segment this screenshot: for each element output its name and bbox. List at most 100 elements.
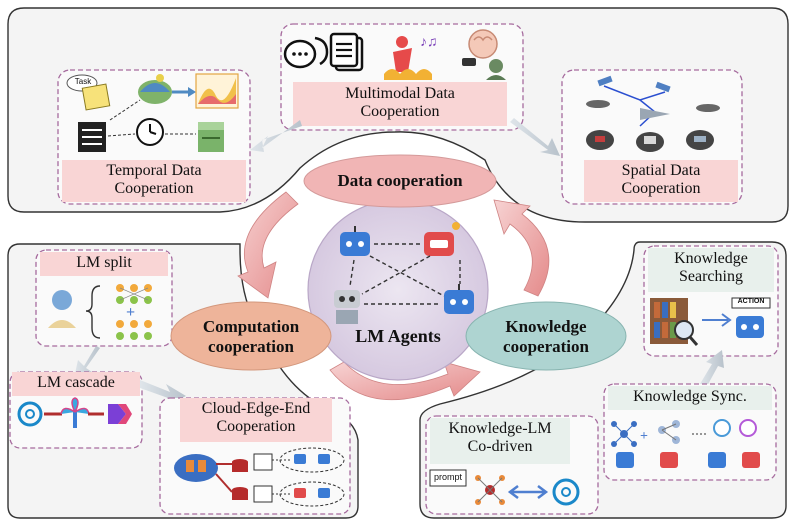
spatial-label: Spatial Data Cooperation [584, 162, 738, 199]
plus-icon: + [126, 304, 135, 321]
brain-person-icon [48, 290, 76, 328]
spatial-label-bg [584, 160, 738, 202]
clock-icon [136, 118, 164, 146]
center-title: LM Agents [355, 326, 441, 346]
mini-robot-3 [294, 488, 306, 498]
dashed-link-1 [107, 133, 136, 137]
cloud-label-bg [180, 398, 332, 442]
earth-icon [138, 74, 172, 104]
svg-text:♪♫: ♪♫ [420, 35, 438, 50]
lm-cascade-label: LM cascade [37, 374, 115, 391]
searching-label: Knowledge Searching [648, 250, 774, 287]
sync-robot-4 [742, 452, 760, 468]
openai-icon-2 [552, 478, 580, 506]
action-tag: ACTION [737, 298, 765, 305]
double-arrow-icon [507, 485, 549, 499]
searching-label-bg [648, 248, 774, 292]
wave-chart-icon [195, 73, 239, 109]
lm-split-label-bg [40, 252, 168, 276]
mini-robot-1 [294, 454, 306, 464]
neural-net-top-icon [116, 284, 152, 304]
palm-tree-icon [60, 397, 90, 428]
task-tag: Task [74, 77, 92, 86]
sync-robot-1 [616, 452, 634, 468]
cycle-arrow-left-down [237, 191, 299, 299]
search-to-action-arrow [702, 313, 732, 327]
temporal-label: Temporal Data Cooperation [62, 162, 246, 199]
codriven-label-bg [430, 418, 570, 464]
knowledge-cooperation-label: Knowledge cooperation [466, 310, 626, 364]
knowledge-graph-icons: + [611, 419, 757, 447]
server-icon-right [198, 122, 224, 152]
arrow-sync-to-searching [700, 350, 724, 388]
task-note-icon [66, 74, 111, 111]
temporal-line1: Temporal Data [106, 162, 202, 179]
singer-concert-icon: ♪♫ [384, 35, 438, 80]
computation-line2: cooperation [208, 337, 294, 356]
cloud-line1: Cloud-Edge-End [201, 400, 311, 417]
arrow-multimodal-to-spatial [510, 118, 560, 156]
searching-line2: Searching [679, 268, 743, 286]
multimodal-line1: Multimodal Data [345, 85, 455, 102]
cycle-arrow-bottom-right [329, 361, 481, 401]
mini-robot-4 [318, 488, 330, 498]
knowledge-line2: cooperation [503, 337, 589, 356]
agent-robot-bottom-right [444, 284, 474, 314]
edge-database-icons [232, 453, 273, 503]
neural-net-bottom-icon [116, 320, 152, 340]
copilot-icon [108, 404, 132, 424]
cloud-line2: Cooperation [216, 418, 296, 436]
arrow-split-to-cascade [74, 346, 100, 378]
codriven-graph-icon [475, 475, 505, 505]
knowledge-cooperation-ellipse [465, 301, 627, 371]
multimodal-label: Multimodal Data Cooperation [293, 85, 507, 122]
sync-robot-2 [660, 452, 678, 468]
sync-label: Knowledge Sync. [633, 388, 747, 405]
svg-text:+: + [640, 429, 648, 444]
server-icon-left [78, 122, 106, 152]
temporal-label-bg [62, 160, 246, 202]
computation-cooperation-ellipse [170, 301, 332, 371]
data-cooperation-ellipse [303, 154, 497, 208]
sync-label-bg [608, 386, 772, 410]
agent-robot-bottom-left [334, 290, 360, 324]
agent-robot-top-right [424, 222, 460, 256]
lm-cascade-label-bg [12, 372, 140, 396]
codriven-line1: Knowledge-LM [448, 420, 552, 437]
arrow-multimodal-to-temporal [250, 120, 302, 152]
lm-split-label: LM split [76, 254, 132, 271]
cloud-label: Cloud-Edge-End Cooperation [180, 400, 332, 437]
computation-cooperation-label: Computation cooperation [171, 310, 331, 364]
satellite-drone-scene-icon [586, 75, 720, 152]
multimodal-label-bg [293, 82, 507, 126]
split-bracket [85, 285, 101, 339]
data-cooperation-label: Data cooperation [337, 171, 463, 191]
agent-links [349, 243, 461, 305]
cycle-arrow-right-up [493, 199, 550, 297]
bookshelf-search-icon [650, 298, 699, 346]
dashed-link-3 [109, 99, 141, 121]
mini-robot-2 [318, 454, 330, 464]
brain-vr-icon [462, 29, 506, 80]
openai-icon [17, 401, 43, 427]
computation-line1: Computation [202, 317, 300, 337]
codriven-line2: Co-driven [467, 438, 533, 456]
knowledge-line1: Knowledge [505, 317, 587, 337]
codriven-label: Knowledge-LM Co-driven [430, 420, 570, 457]
searching-line1: Knowledge [674, 250, 748, 267]
action-robot-icon [731, 297, 771, 338]
spatial-line1: Spatial Data [621, 162, 701, 179]
agent-robot-top-left [340, 226, 370, 256]
prompt-tag: prompt [433, 472, 462, 482]
cloud-link-2 [215, 473, 233, 493]
multimodal-line2: Cooperation [360, 103, 440, 121]
spatial-line2: Cooperation [621, 180, 701, 198]
chat-bubbles-icon [283, 36, 329, 69]
sync-robot-3 [708, 452, 726, 468]
temporal-line2: Cooperation [114, 180, 194, 198]
prompt-icon [429, 469, 467, 487]
document-icon [329, 32, 364, 72]
cloud-servers-icon [174, 454, 218, 482]
